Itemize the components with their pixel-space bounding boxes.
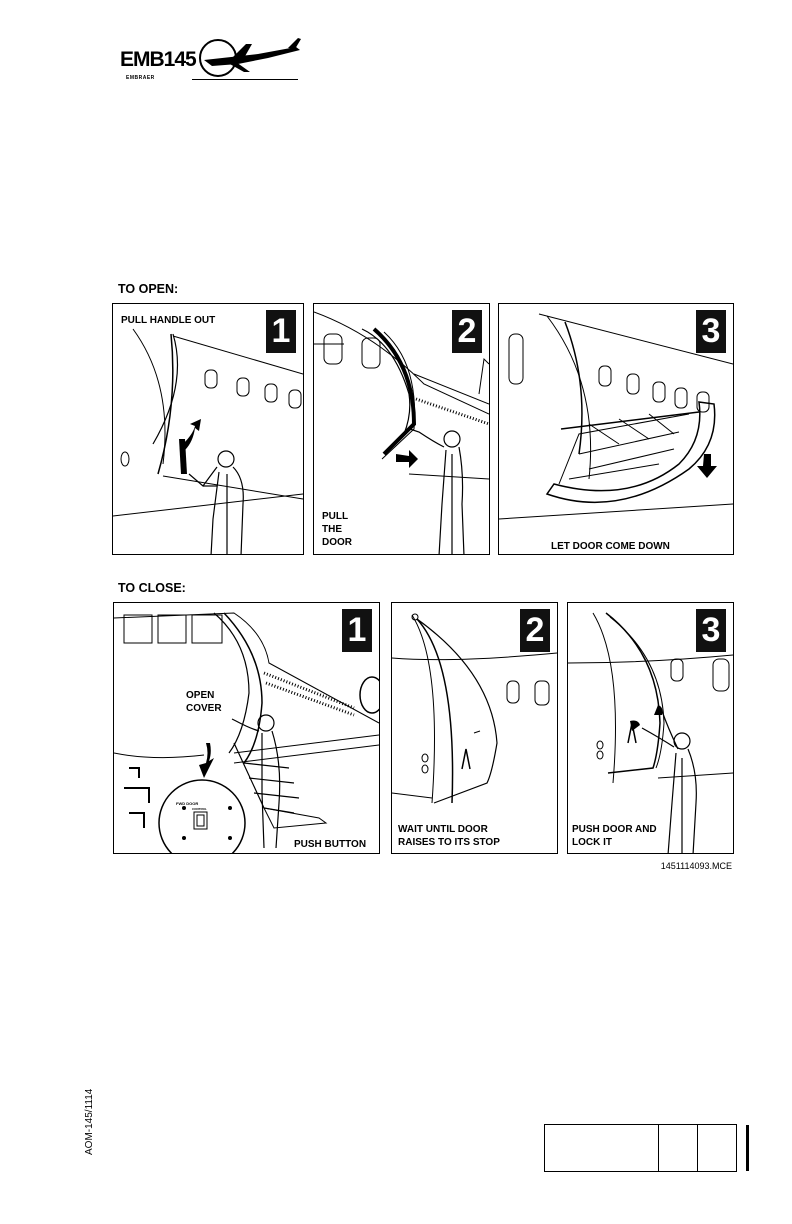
close-step-2-number: 2 xyxy=(520,609,550,652)
revision-box-divider xyxy=(697,1125,698,1171)
to-close-title: TO CLOSE: xyxy=(118,581,186,595)
logo-text: EMB145 xyxy=(120,48,196,72)
open-step-2-caption: PULL THE DOOR xyxy=(322,510,352,549)
open-step-3-caption: LET DOOR COME DOWN xyxy=(551,540,670,553)
revision-box xyxy=(544,1124,737,1172)
person-figure xyxy=(410,429,464,555)
open-step-1-caption: PULL HANDLE OUT xyxy=(121,314,215,327)
aircraft-emblem-icon xyxy=(198,38,302,78)
logo-rule xyxy=(192,79,298,80)
placard-sublabel: CONTROL xyxy=(192,807,207,811)
close-step-1-callout: OPEN COVER xyxy=(186,689,222,715)
close-step-2-panel: WAIT UNTIL DOOR RAISES TO ITS STOP 2 xyxy=(391,602,558,854)
open-step-2-panel: PULL THE DOOR 2 xyxy=(313,303,490,555)
open-step-2-number: 2 xyxy=(452,310,482,353)
close-step-1-panel: OPEN COVER FWD DOOR CONTROL PUSH BUTTON … xyxy=(113,602,380,854)
person-figure xyxy=(189,451,243,555)
logo-subtext: EMBRAER xyxy=(126,75,155,81)
close-step-3-caption: PUSH DOOR AND LOCK IT xyxy=(572,823,657,849)
change-bar xyxy=(746,1125,749,1171)
close-step-3-panel: PUSH DOOR AND LOCK IT 3 xyxy=(567,602,734,854)
to-open-title: TO OPEN: xyxy=(118,282,178,296)
open-step-3-number: 3 xyxy=(696,310,726,353)
close-step-1-caption: PUSH BUTTON xyxy=(294,838,366,851)
close-step-1-illustration xyxy=(114,603,380,854)
open-step-1-panel: PULL HANDLE OUT 1 xyxy=(112,303,304,555)
open-step-3-panel: LET DOOR COME DOWN 3 xyxy=(498,303,734,555)
close-step-3-number: 3 xyxy=(696,609,726,652)
revision-box-divider xyxy=(658,1125,659,1171)
placard-label: FWD DOOR xyxy=(176,801,198,806)
open-step-1-number: 1 xyxy=(266,310,296,353)
emb145-logo: EMB145 EMBRAER xyxy=(120,38,302,84)
figure-reference: 1451114093.MCE xyxy=(661,861,732,871)
document-code: AOM-145/1114 xyxy=(84,1089,95,1155)
close-step-1-number: 1 xyxy=(342,609,372,652)
close-step-2-caption: WAIT UNTIL DOOR RAISES TO ITS STOP xyxy=(398,823,500,849)
